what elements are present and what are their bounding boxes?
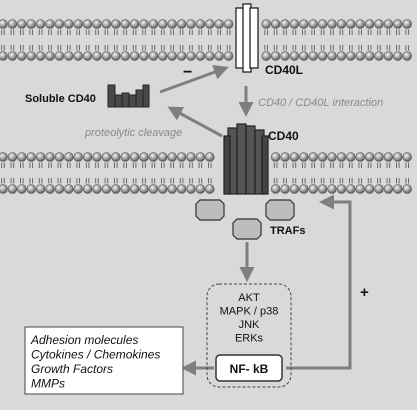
interaction-label: CD40 / CD40L interaction	[258, 97, 383, 109]
cd40l-receptor	[235, 3, 259, 73]
cd40-receptor	[223, 123, 269, 195]
nfkb-label: NF- kB	[230, 362, 269, 376]
soluble-cd40-label: Soluble CD40	[25, 93, 96, 105]
cd40l-label: CD40L	[265, 63, 303, 77]
outcomes-box	[24, 326, 184, 395]
bottom-membrane	[0, 152, 412, 194]
arrow-soluble-to-cd40l	[159, 65, 229, 94]
signaling-item: ERKs	[235, 333, 264, 345]
outcome-item: MMPs	[31, 377, 65, 391]
cleavage-label: proteolytic cleavage	[84, 127, 182, 139]
minus-sign: −	[183, 64, 192, 81]
signaling-item: MAPK / p38	[220, 306, 279, 318]
traf-shapes	[195, 199, 295, 240]
signaling-item: AKT	[238, 292, 260, 304]
outcome-item: Growth Factors	[31, 362, 113, 376]
trafs-label: TRAFs	[270, 225, 305, 237]
plus-sign: +	[360, 284, 369, 301]
soluble-cd40-shape	[107, 84, 150, 108]
outcome-item: Cytokines / Chemokines	[31, 348, 160, 362]
nfkb-box	[215, 354, 283, 382]
arrow-feedback	[286, 194, 352, 370]
top-membrane	[0, 19, 412, 61]
signaling-item: JNK	[239, 319, 260, 331]
outcome-item: Adhesion molecules	[30, 333, 138, 347]
cd40-label: CD40	[268, 129, 299, 143]
arrow-cleavage	[167, 106, 223, 138]
signaling-box	[206, 283, 292, 388]
